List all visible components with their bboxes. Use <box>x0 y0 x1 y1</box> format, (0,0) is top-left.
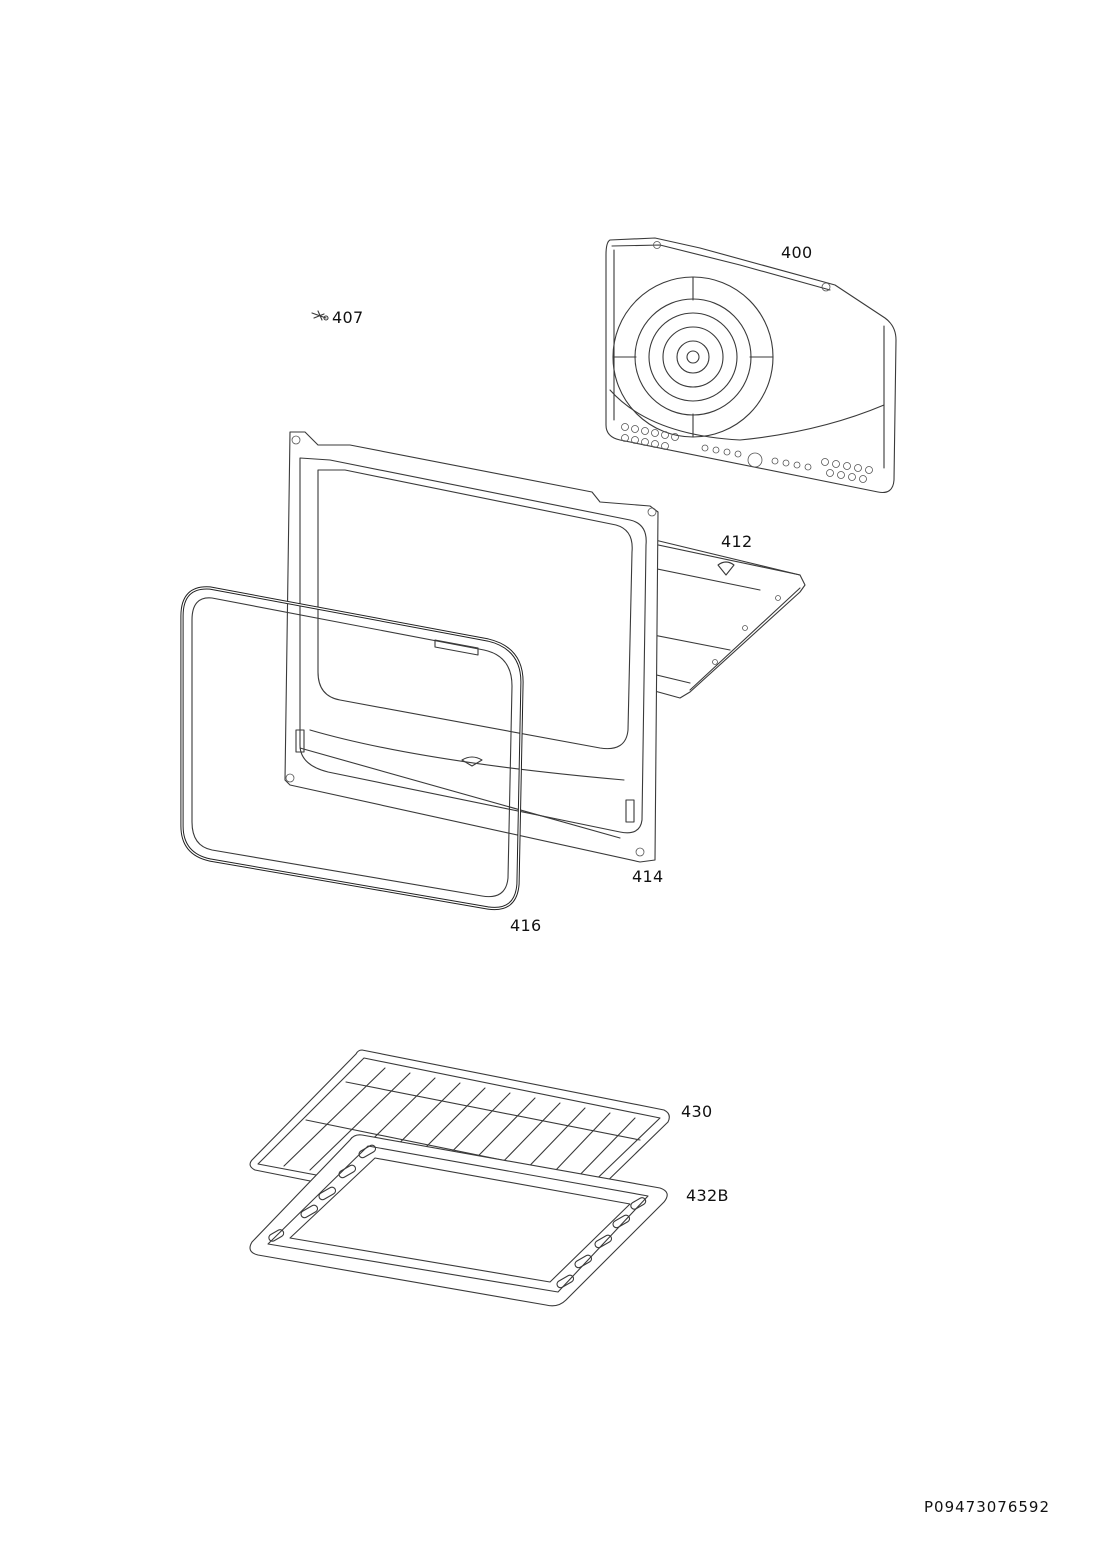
callout-416: 416 <box>510 916 542 935</box>
back-panel-part <box>605 237 897 494</box>
callout-430: 430 <box>681 1102 713 1121</box>
callout-414: 414 <box>632 867 664 886</box>
baking-tray-part <box>249 1134 668 1307</box>
callout-400: 400 <box>781 243 813 262</box>
document-code: P09473076592 <box>924 1498 1051 1516</box>
screw-icon <box>311 310 329 321</box>
callout-412: 412 <box>721 532 753 551</box>
callout-407: 407 <box>332 308 364 327</box>
door-seal-part <box>180 586 524 911</box>
callout-432b: 432B <box>686 1186 729 1205</box>
